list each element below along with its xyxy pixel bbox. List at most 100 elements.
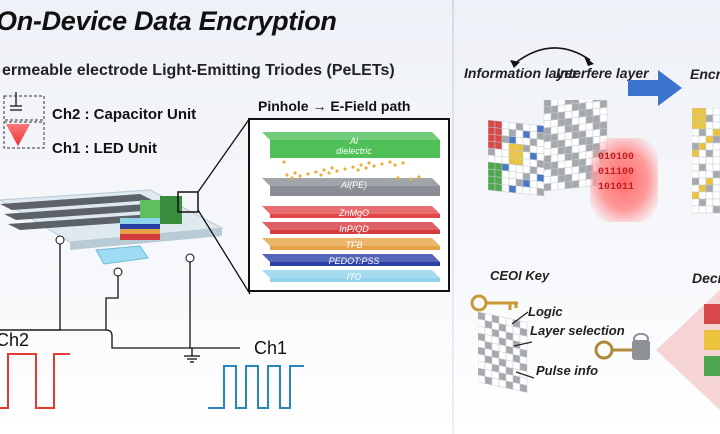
grid-cell: [508, 156, 517, 166]
grid-cell: [501, 184, 510, 193]
page-subtitle: ermeable electrode Light-Emitting Triode…: [2, 62, 395, 79]
grid-cell: [585, 122, 594, 131]
grid-cell: [705, 135, 714, 144]
stack-layer-top: [262, 254, 440, 262]
grid-cell: [522, 151, 531, 160]
grid-cell: [578, 158, 587, 167]
grid-cell: [585, 101, 594, 110]
pinhole-dot: [285, 173, 289, 177]
grid-cell: [698, 170, 707, 179]
grid-cell: [536, 138, 545, 148]
grid-cell: [543, 168, 552, 178]
grid-cell: [543, 133, 552, 143]
device-legend-icon: [3, 92, 45, 149]
grid-cell: [508, 163, 517, 173]
grid-cell: [698, 135, 707, 144]
grid-cell: [550, 100, 559, 107]
grid-cell: [571, 103, 580, 112]
grid-cell: [488, 147, 496, 157]
grid-cell: [712, 156, 720, 165]
grid-cell: [571, 110, 580, 119]
grid-cell: [522, 158, 531, 167]
grid-cell: [557, 104, 566, 113]
grid-cell: [705, 142, 714, 151]
grid-cell: [494, 134, 503, 143]
grid-cell: [692, 114, 700, 123]
grid-cell: [705, 177, 714, 186]
grid-cell: [705, 191, 714, 200]
grid-cell: [712, 108, 720, 116]
grid-cell: [508, 177, 517, 187]
grid-cell: [557, 139, 566, 148]
grid-cell: [557, 153, 566, 162]
stack-layer-label: Al(PE): [340, 180, 367, 190]
grid-cell: [564, 180, 573, 190]
grid-cell: [692, 184, 700, 193]
grid-cell: [599, 107, 608, 116]
grid-cell: [557, 118, 566, 127]
grid-cell: [712, 184, 720, 193]
section-divider: [452, 0, 454, 434]
grid-cell: [484, 376, 493, 386]
ch2-legend-label: Ch2 : Capacitor Unit: [52, 106, 197, 123]
stack-layer-body: [270, 186, 440, 196]
grid-cell: [692, 121, 700, 130]
grid-cell: [599, 100, 608, 109]
grid-cell: [550, 175, 559, 184]
grid-cell: [508, 184, 517, 194]
pinhole-dot: [364, 166, 368, 170]
pinhole-dot: [388, 160, 392, 164]
pinhole-dot: [359, 163, 363, 167]
grid-cell: [578, 137, 587, 146]
grid-cell: [491, 377, 500, 387]
grid-cell: [529, 173, 538, 182]
pinhole-dot: [319, 173, 323, 177]
stack-layer-label: ITO: [347, 272, 362, 282]
grid-cell: [564, 159, 573, 169]
grid-cell: [698, 142, 707, 151]
decrypted-grid: [704, 304, 720, 376]
pinhole-dot: [335, 169, 339, 173]
device-illustration: [0, 189, 240, 363]
grid-cell: [692, 198, 700, 207]
grid-cell: [578, 144, 587, 153]
page-title: On-Device Data Encryption: [0, 6, 337, 36]
grid-cell: [564, 138, 573, 148]
grid-cell: [522, 137, 531, 146]
grid-cell: [564, 103, 573, 113]
grid-cell: [501, 163, 510, 172]
grid-cell: [494, 148, 503, 157]
stack-layer-top: [262, 206, 440, 214]
grid-cell: [488, 175, 496, 185]
grid-cell: [550, 133, 559, 142]
grid-cell: [557, 111, 566, 120]
grid-cell: [508, 121, 517, 131]
pinhole-dot: [290, 176, 294, 180]
grid-cell: [488, 140, 496, 150]
grid-cell: [515, 143, 524, 152]
grid-cell: [578, 109, 587, 118]
grid-cell: [529, 124, 538, 133]
stack-layer-label: InP/QD: [339, 224, 369, 234]
grid-cell: [698, 205, 707, 214]
grid-cell: [585, 115, 594, 124]
grid-cell: [508, 135, 517, 145]
grid-cell: [698, 191, 707, 200]
grid-cell: [592, 114, 601, 124]
grid-cell: [599, 121, 608, 130]
grid-cell: [501, 170, 510, 179]
grid-cell: [578, 130, 587, 139]
ch1-waveform: [208, 365, 304, 409]
grid-cell: [522, 172, 531, 181]
grid-cell: [698, 114, 707, 123]
grid-cell: [543, 161, 552, 171]
grid-cell: [543, 100, 552, 108]
grid-cell: [571, 138, 580, 147]
grid-cell: [698, 177, 707, 186]
grid-cell: [515, 129, 524, 138]
grid-cell: [488, 154, 496, 164]
grid-cell: [692, 149, 700, 158]
grid-cell: [705, 114, 714, 123]
grid-cell: [705, 156, 714, 165]
